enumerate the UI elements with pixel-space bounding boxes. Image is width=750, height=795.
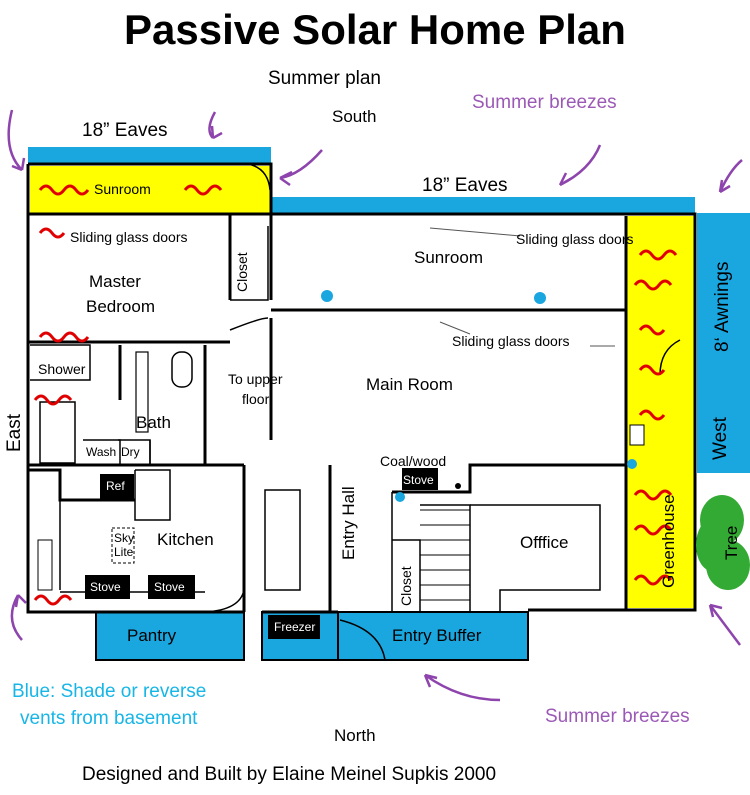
left-sunroom-area (30, 166, 270, 214)
master-label: Master (89, 272, 141, 291)
awnings-shade (697, 213, 750, 473)
pantry-area (95, 611, 245, 661)
south-label: South (332, 107, 376, 126)
toilet (171, 351, 193, 388)
office-label: Offfice (520, 533, 569, 552)
lite-label: Lite (114, 545, 134, 559)
coal-wood-label: Coal/wood (380, 453, 446, 469)
center-stove-label: Stove (403, 473, 434, 487)
kitchen-sink (37, 539, 53, 591)
breezes-bottom-label: Summer breezes (545, 706, 690, 727)
greenhouse-sink (629, 424, 645, 446)
sunroom-left-label: Sunroom (94, 181, 151, 197)
east-label: East (4, 413, 25, 452)
vanity (135, 351, 149, 433)
page-title: Passive Solar Home Plan (124, 6, 626, 53)
bedroom-label: Bedroom (86, 297, 155, 316)
dry-label: Dry (121, 445, 140, 459)
awnings-label: 8‘ Awnings (712, 262, 733, 353)
skylight-outline (111, 527, 135, 564)
freezer-label: Freezer (274, 620, 315, 634)
north-label: North (334, 726, 376, 745)
kitchen-stove-2 (148, 575, 195, 599)
sunroom-main-label: Sunroom (414, 248, 483, 267)
greenhouse-label: Greenhouse (659, 494, 678, 588)
west-label: West (710, 416, 731, 460)
ref-label: Ref (106, 479, 125, 493)
sky-label: Sky (114, 531, 134, 545)
center-stove (402, 468, 438, 490)
breeze-arrows (7, 109, 743, 702)
left-eaves-shade (28, 147, 271, 164)
entry-buffer-area (337, 611, 529, 661)
to-upper-label: To upper (228, 371, 283, 387)
legend-line2: vents from basement (20, 708, 198, 729)
sliding-doors-1-label: Sliding glass doors (70, 229, 188, 245)
freezer-box (268, 615, 320, 639)
bath-label: Bath (136, 413, 171, 432)
kitchen-stove-1 (85, 575, 130, 599)
kitchen-stove-1-label: Stove (90, 580, 121, 594)
right-eaves-shade (271, 197, 695, 214)
closet-1-label: Closet (234, 252, 250, 292)
left-eaves-label: 18” Eaves (82, 120, 168, 141)
kitchen-label: Kitchen (157, 530, 214, 549)
fridge (100, 474, 134, 500)
floor-label: floor (242, 391, 270, 407)
sliding-doors-2-label: Sliding glass doors (516, 231, 634, 247)
entry-buffer-label: Entry Buffer (392, 626, 482, 645)
legend-line1: Blue: Shade or reverse (12, 681, 206, 702)
credit-label: Designed and Built by Elaine Meinel Supk… (82, 764, 496, 785)
sliding-doors-3-label: Sliding glass doors (452, 333, 570, 349)
kitchen-stove-2-label: Stove (154, 580, 185, 594)
wash-label: Wash (86, 445, 116, 459)
sliding-door-marks (429, 227, 615, 347)
heat-waves (33, 184, 678, 606)
subtitle-label: Summer plan (268, 68, 381, 89)
main-room-label: Main Room (366, 375, 453, 394)
right-eaves-label: 18” Eaves (422, 175, 508, 196)
pantry-label: Pantry (127, 626, 177, 645)
staircase (420, 509, 470, 601)
shower-label: Shower (38, 361, 86, 377)
tree-label: Tree (722, 526, 741, 560)
entry-hall-label: Entry Hall (339, 486, 358, 560)
breezes-top-label: Summer breezes (472, 92, 617, 113)
closet-2-label: Closet (398, 566, 414, 606)
tree-icon (696, 495, 750, 590)
